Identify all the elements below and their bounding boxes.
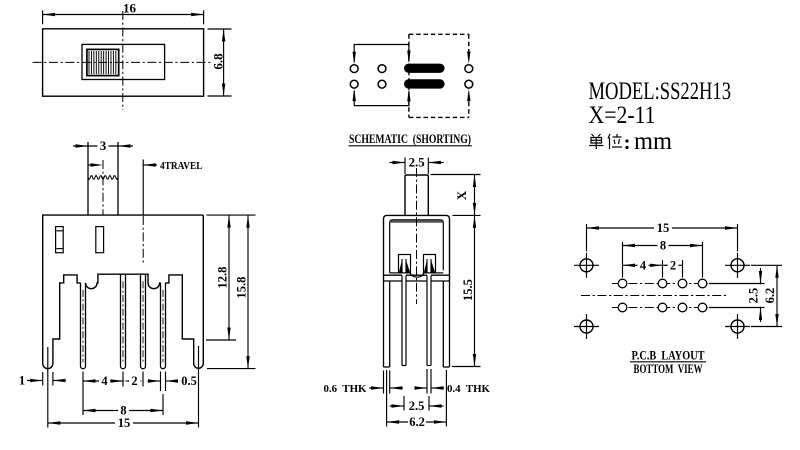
svg-text:2: 2 (131, 374, 137, 388)
svg-text:SCHEMATIC (SHORTING): SCHEMATIC (SHORTING) (349, 132, 471, 146)
svg-text:0.5: 0.5 (181, 374, 197, 388)
svg-text:8: 8 (660, 239, 666, 253)
svg-text:mm: mm (634, 126, 672, 155)
svg-text:1: 1 (19, 374, 25, 388)
svg-text:2.5: 2.5 (409, 399, 425, 413)
svg-text:8: 8 (120, 404, 126, 418)
svg-text:0.4 THK: 0.4 THK (447, 384, 491, 395)
svg-text:3: 3 (100, 138, 107, 153)
svg-text:6.2: 6.2 (763, 288, 777, 304)
svg-text:12.8: 12.8 (216, 267, 230, 289)
svg-text:15: 15 (118, 416, 131, 430)
svg-text:4: 4 (640, 259, 647, 273)
svg-text:4TRAVEL: 4TRAVEL (160, 160, 203, 172)
svg-text:2.5: 2.5 (747, 288, 761, 304)
svg-text:BOTTOM VIEW: BOTTOM VIEW (634, 362, 703, 376)
svg-text:16: 16 (123, 0, 137, 15)
svg-text:X=2-11: X=2-11 (589, 100, 656, 129)
svg-text:MODEL:SS22H13: MODEL:SS22H13 (589, 76, 732, 105)
svg-text:6.8: 6.8 (210, 53, 225, 70)
svg-text:6.2: 6.2 (409, 415, 425, 429)
svg-text:15.8: 15.8 (234, 277, 248, 299)
svg-text:15: 15 (657, 221, 670, 235)
svg-text:2.5: 2.5 (409, 156, 425, 170)
svg-text:0.6 THK: 0.6 THK (324, 384, 368, 395)
svg-text:2: 2 (670, 259, 676, 273)
svg-text:4: 4 (101, 374, 108, 388)
svg-text:X: X (455, 190, 469, 200)
svg-text:15.5: 15.5 (461, 279, 475, 301)
svg-text:P.C.B LAYOUT: P.C.B LAYOUT (632, 349, 705, 363)
